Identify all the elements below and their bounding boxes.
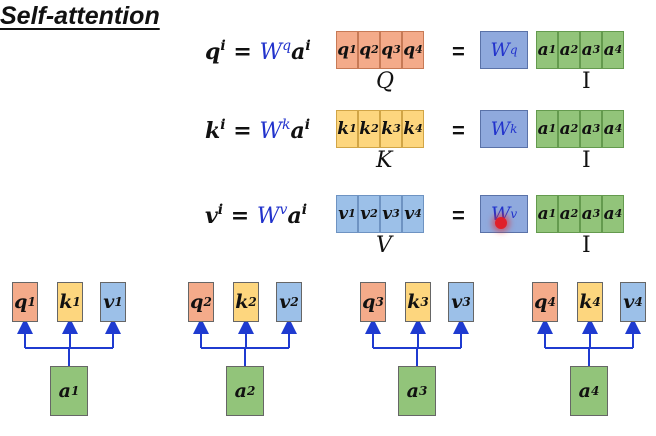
matrix-label-K: K <box>376 148 393 173</box>
equation-q: qi = Wqai <box>205 38 311 65</box>
input-label-I: I <box>582 69 591 94</box>
slide-title: Self-attention <box>0 2 160 30</box>
equals-sign: = <box>452 203 465 228</box>
matrix-label-V: V <box>376 233 392 258</box>
equals-sign: = <box>452 39 465 64</box>
laser-pointer <box>495 217 507 229</box>
input-label-I: I <box>582 148 591 173</box>
equation-k: ki = Wkai <box>205 117 311 144</box>
equals-sign: = <box>452 118 465 143</box>
matrix-label-Q: Q <box>376 69 395 94</box>
equation-v: vi = Wvai <box>205 202 308 229</box>
input-label-I: I <box>582 233 591 258</box>
